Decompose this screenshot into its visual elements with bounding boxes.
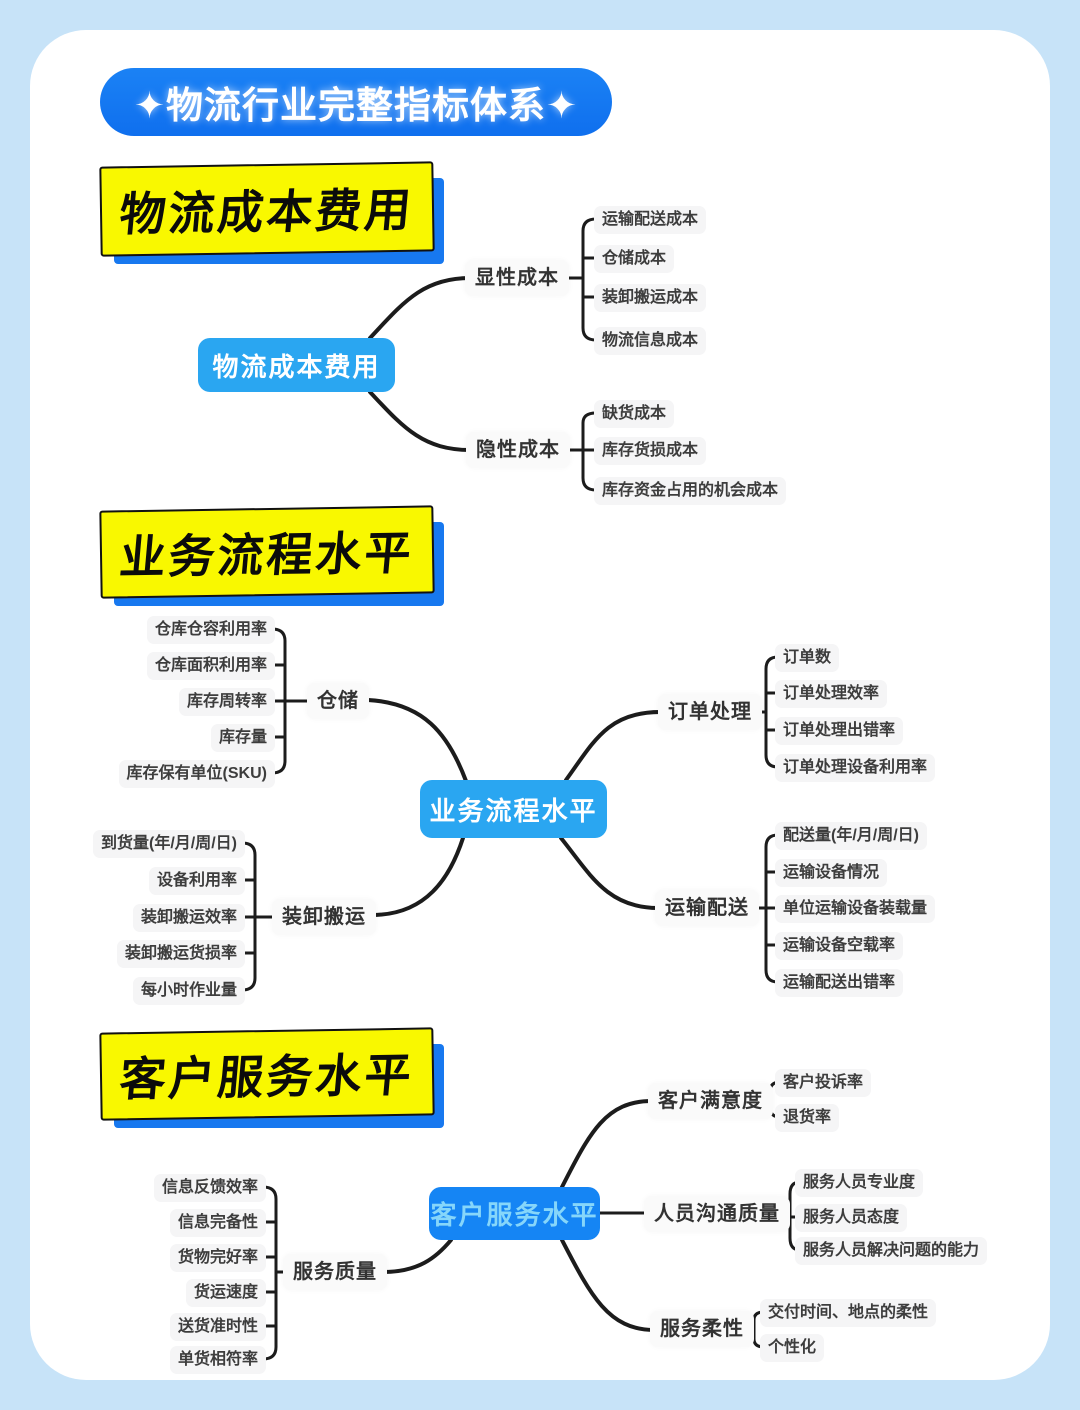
branch-warehouse: 仓储 <box>307 683 369 719</box>
leaf-node: 订单处理出错率 <box>775 717 904 745</box>
leaf-node: 客户投诉率 <box>775 1069 872 1097</box>
leaf-node: 运输配送成本 <box>594 206 707 234</box>
central-node-process: 业务流程水平 <box>420 780 607 838</box>
section-heading-label: 物流成本费用 <box>117 183 417 241</box>
leaf-node: 装卸搬运效率 <box>132 904 245 932</box>
leaf-node: 货物完好率 <box>169 1244 266 1272</box>
leaf-node: 装卸搬运货损率 <box>116 940 245 968</box>
central-node-cost: 物流成本费用 <box>198 338 395 392</box>
branch-order-processing: 订单处理 <box>658 694 762 730</box>
leaf-node: 服务人员解决问题的能力 <box>795 1237 988 1265</box>
branch-service-flexibility: 服务柔性 <box>650 1311 754 1347</box>
leaf-node: 服务人员专业度 <box>795 1169 924 1197</box>
leaf-node: 订单处理效率 <box>775 680 888 708</box>
leaf-node: 单货相符率 <box>169 1346 266 1374</box>
leaf-node: 退货率 <box>775 1104 840 1132</box>
leaf-node: 个性化 <box>760 1334 825 1362</box>
central-node-service: 客户服务水平 <box>429 1187 600 1240</box>
leaf-node: 运输配送出错率 <box>775 969 904 997</box>
leaf-node: 仓库面积利用率 <box>146 652 275 680</box>
leaf-node: 订单处理设备利用率 <box>775 754 936 782</box>
leaf-node: 仓储成本 <box>594 245 675 273</box>
section-heading-service: 客户服务水平 <box>99 1027 444 1128</box>
leaf-node: 库存保有单位(SKU) <box>118 760 275 788</box>
leaf-node: 送货准时性 <box>169 1313 266 1341</box>
section-heading-label: 业务流程水平 <box>117 526 417 584</box>
leaf-node: 库存货损成本 <box>594 437 707 465</box>
leaf-node: 设备利用率 <box>148 867 245 895</box>
branch-implicit-cost: 隐性成本 <box>466 432 570 468</box>
leaf-node: 缺货成本 <box>594 400 675 428</box>
leaf-node: 运输设备情况 <box>775 859 888 887</box>
section-heading-process: 业务流程水平 <box>99 505 444 606</box>
branch-communication-quality: 人员沟通质量 <box>644 1196 790 1232</box>
leaf-node: 交付时间、地点的柔性 <box>760 1299 937 1327</box>
leaf-node: 单位运输设备装载量 <box>775 895 936 923</box>
leaf-node: 信息反馈效率 <box>153 1174 266 1202</box>
branch-transport-delivery: 运输配送 <box>655 890 759 926</box>
branch-service-quality: 服务质量 <box>283 1254 387 1290</box>
section-heading-label: 客户服务水平 <box>117 1048 417 1106</box>
leaf-node: 到货量(年/月/周/日) <box>93 830 245 858</box>
leaf-node: 信息完备性 <box>169 1209 266 1237</box>
branch-customer-satisfaction: 客户满意度 <box>648 1083 773 1119</box>
leaf-node: 每小时作业量 <box>132 977 245 1005</box>
leaf-node: 服务人员态度 <box>795 1204 908 1232</box>
leaf-node: 装卸搬运成本 <box>594 284 707 312</box>
leaf-node: 物流信息成本 <box>594 327 707 355</box>
leaf-node: 配送量(年/月/周/日) <box>775 822 927 850</box>
leaf-node: 仓库仓容利用率 <box>146 616 275 644</box>
section-heading-cost: 物流成本费用 <box>99 161 444 264</box>
leaf-node: 库存量 <box>210 724 275 752</box>
leaf-node: 订单数 <box>775 644 840 672</box>
branch-explicit-cost: 显性成本 <box>465 260 569 296</box>
leaf-node: 库存周转率 <box>178 688 275 716</box>
leaf-node: 库存资金占用的机会成本 <box>594 477 787 505</box>
branch-loading-handling: 装卸搬运 <box>272 899 376 935</box>
page-title: ✦物流行业完整指标体系✦ <box>100 68 612 136</box>
leaf-node: 运输设备空载率 <box>775 932 904 960</box>
leaf-node: 货运速度 <box>185 1279 266 1307</box>
